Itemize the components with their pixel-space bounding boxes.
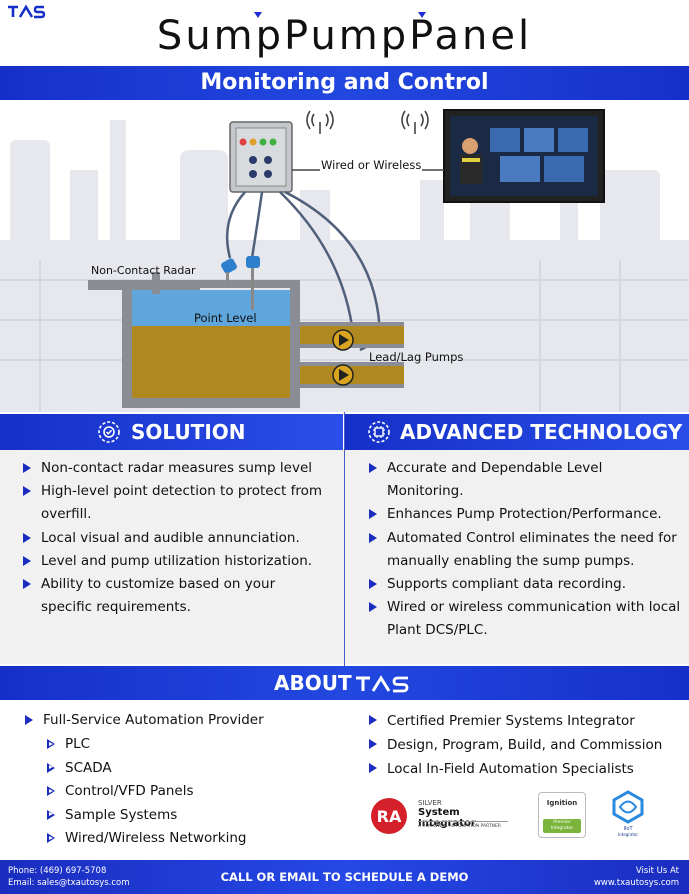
list-item: Supports compliant data recording. (369, 573, 681, 596)
ignition-label: Ignition (546, 799, 578, 807)
iiot-sub: Integrator (617, 832, 639, 837)
footer-cta: CALL OR EMAIL TO SCHEDULE A DEMO (220, 870, 469, 884)
footer-email: Email: sales@txautosys.com (8, 878, 130, 888)
gear-icon (98, 421, 120, 443)
list-item: Sample Systems (47, 804, 327, 828)
solution-header: SOLUTION (0, 414, 343, 450)
operator-monitor (443, 109, 605, 203)
solution-body (0, 450, 344, 664)
list-item: Design, Program, Build, and Commission (369, 733, 681, 757)
about-list: Full-Service Automation Provider (25, 709, 325, 732)
technology-list: Accurate and Dependable Level Monitoring… (369, 457, 681, 643)
footer-visit: Visit Us At (635, 866, 679, 876)
list-item: Non-contact radar measures sump level (23, 457, 323, 480)
label-point-level: Point Level (194, 311, 257, 325)
list-item: Local In-Field Automation Specialists (369, 757, 681, 781)
ignition-badge: Ignition Premier Integrator (538, 792, 586, 838)
tas-logo (8, 4, 46, 19)
list-item: Certified Premier Systems Integrator (369, 709, 681, 733)
solution-list: Non-contact radar measures sump level Hi… (23, 457, 323, 619)
list-item: Wired or wireless communication with loc… (369, 596, 681, 642)
badge-title: System Integrator (418, 807, 476, 829)
label-wireless: Wired or Wireless (320, 158, 423, 172)
control-panel (229, 121, 293, 193)
badge-subtitle: A ROCKWELL AUTOMATION PARTNER (418, 824, 501, 829)
chip-icon (368, 421, 390, 443)
sump-pit (88, 272, 404, 408)
iiot-label: IIoT (623, 826, 633, 832)
label-pumps: Lead/Lag Pumps (369, 350, 464, 364)
list-item: Ability to customize based on your speci… (23, 573, 323, 619)
rockwell-badge: RA SILVER System Integrator A ROCKWELL A… (370, 795, 510, 837)
technology-header: ADVANCED TECHNOLOGY (345, 414, 689, 450)
list-item: Full-Service Automation Provider (25, 709, 325, 732)
service-list: PLC SCADA Control/VFD Panels Sample Syst… (47, 733, 327, 851)
radar-sensor (221, 256, 260, 310)
capability-list: Certified Premier Systems Integrator Des… (369, 709, 681, 781)
list-item: Wired/Wireless Networking (47, 827, 327, 851)
list-item: Level and pump utilization historization… (23, 550, 323, 573)
about-heading: ABOUT (274, 671, 352, 695)
list-item: Automated Control eliminates the need fo… (369, 527, 681, 573)
list-item: Local visual and audible annunciation. (23, 527, 323, 550)
footer-phone: Phone: (469) 697-5708 (8, 866, 107, 876)
system-diagram: Wired or Wireless Non-Contact Radar Poin… (0, 100, 689, 412)
antenna-icon (306, 110, 429, 134)
svg-text:RA: RA (377, 807, 402, 826)
footer-url[interactable]: www.txautosys.com (593, 878, 679, 888)
footer: Phone: (469) 697-5708 Email: sales@txaut… (0, 860, 689, 894)
title-accent (418, 12, 426, 18)
about-banner: ABOUT (0, 666, 689, 700)
page-title: SumpPumpPanel (156, 13, 533, 59)
badge-tier: SILVER (418, 799, 442, 807)
list-item: PLC (47, 733, 327, 757)
technology-heading: ADVANCED TECHNOLOGY (400, 420, 683, 444)
tas-logo (356, 675, 409, 693)
title-accent (254, 12, 262, 18)
diagram-illustration (0, 109, 689, 412)
list-item: High-level point detection to protect fr… (23, 480, 323, 526)
iiot-badge: IIoT Integrator (608, 790, 648, 840)
subtitle-banner: Monitoring and Control (0, 66, 689, 100)
ra-logo-icon: RA (371, 798, 407, 834)
list-item: Accurate and Dependable Level Monitoring… (369, 457, 681, 503)
iiot-logo-icon (612, 790, 644, 824)
column-divider (344, 412, 345, 666)
list-item: Control/VFD Panels (47, 780, 327, 804)
solution-heading: SOLUTION (131, 420, 246, 444)
technology-body (345, 450, 689, 664)
list-item: Enhances Pump Protection/Performance. (369, 503, 681, 526)
ignition-tag: Premier Integrator (550, 820, 574, 831)
subtitle: Monitoring and Control (200, 70, 489, 95)
list-item: SCADA (47, 757, 327, 781)
label-radar: Non-Contact Radar (91, 264, 196, 277)
